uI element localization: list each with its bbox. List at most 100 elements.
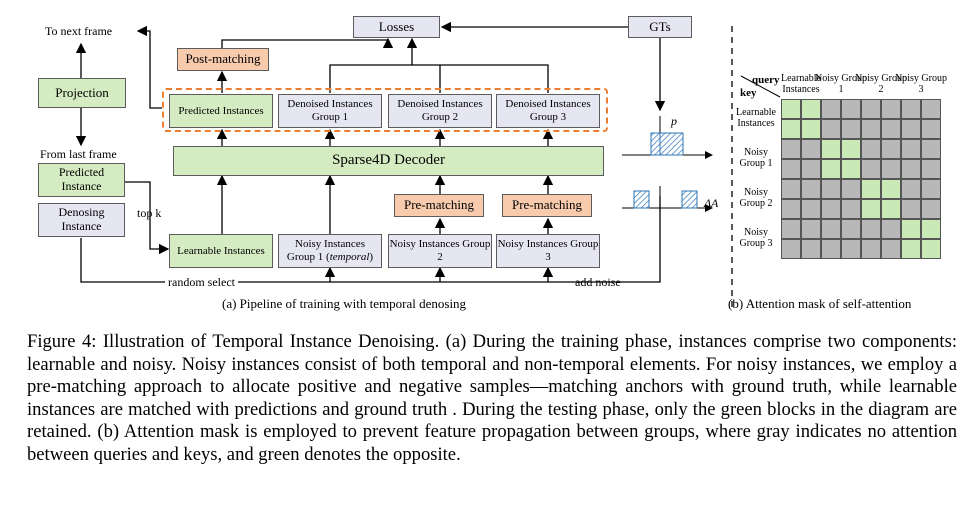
mask-cell-blocked: [881, 219, 901, 239]
mask-row-header: Noisy Group 1: [739, 147, 773, 169]
mask-col-header: Noisy Group 1: [815, 73, 867, 95]
mask-cell-attend: [801, 119, 821, 139]
mask-cell-attend: [841, 139, 861, 159]
predicted-instance-box: Predicted Instance: [38, 163, 125, 197]
mask-cell-blocked: [921, 119, 941, 139]
mask-cell-blocked: [801, 159, 821, 179]
mask-cell-blocked: [801, 199, 821, 219]
mask-cell-blocked: [821, 239, 841, 259]
mask-cell-blocked: [841, 239, 861, 259]
mask-cell-blocked: [861, 119, 881, 139]
mask-row-header: Noisy Group 2: [739, 187, 773, 209]
mask-col-header: Noisy Group 2: [855, 73, 907, 95]
mask-cell-blocked: [781, 239, 801, 259]
mask-cell-attend: [901, 239, 921, 259]
add-noise-label: add noise: [575, 275, 621, 289]
mask-cell-blocked: [841, 199, 861, 219]
mask-row-header: Learnable Instances: [736, 107, 776, 129]
noisy-group-3-box: Noisy Instances Group 3: [496, 234, 600, 268]
noisy-group-1-line1: Noisy Instances: [295, 238, 365, 251]
mask-cell-blocked: [921, 139, 941, 159]
mask-cell-attend: [921, 219, 941, 239]
mask-col-header: Noisy Group 3: [895, 73, 947, 95]
mask-cell-blocked: [821, 179, 841, 199]
mask-cell-blocked: [861, 159, 881, 179]
pre-matching-box-3: Pre-matching: [502, 194, 592, 217]
denoised-group-3-box: Denoised Instances Group 3: [496, 94, 600, 128]
predicted-instances-box: Predicted Instances: [169, 94, 273, 128]
denosing-instance-box: Denosing Instance: [38, 203, 125, 237]
gts-box: GTs: [628, 16, 692, 38]
mask-cell-blocked: [781, 159, 801, 179]
mask-cell-blocked: [921, 159, 941, 179]
mask-cell-attend: [861, 199, 881, 219]
mask-cell-blocked: [901, 199, 921, 219]
mask-cell-blocked: [921, 199, 941, 219]
temporal-label: temporal: [329, 251, 370, 263]
mask-cell-blocked: [801, 139, 821, 159]
mask-cell-attend: [881, 179, 901, 199]
mask-cell-blocked: [881, 159, 901, 179]
mask-cell-blocked: [781, 219, 801, 239]
mask-cell-attend: [861, 179, 881, 199]
mask-row-header: Noisy Group 3: [739, 227, 773, 249]
delta-a-axis-label: ΔA: [704, 196, 719, 210]
mask-cell-attend: [801, 99, 821, 119]
mask-cell-blocked: [921, 179, 941, 199]
subcaption-b: (b) Attention mask of self-attention: [728, 296, 912, 311]
from-last-frame-label: From last frame: [40, 147, 117, 161]
noisy-group-1-line2: Group 1 (temporal): [286, 251, 374, 263]
mask-cell-blocked: [781, 139, 801, 159]
mask-cell-blocked: [861, 139, 881, 159]
mask-cell-attend: [821, 159, 841, 179]
mask-cell-blocked: [841, 219, 861, 239]
mask-cell-blocked: [861, 239, 881, 259]
mask-cell-blocked: [821, 119, 841, 139]
mask-cell-blocked: [881, 139, 901, 159]
losses-box: Losses: [353, 16, 440, 38]
random-select-label: random select: [165, 275, 238, 290]
mask-cell-blocked: [781, 179, 801, 199]
p-axis-label: p: [671, 114, 677, 128]
mask-cell-blocked: [801, 179, 821, 199]
mask-cell-blocked: [821, 199, 841, 219]
denoised-group-1-box: Denoised Instances Group 1: [278, 94, 382, 128]
mask-cell-blocked: [821, 99, 841, 119]
mask-cell-attend: [781, 99, 801, 119]
mask-cell-blocked: [841, 179, 861, 199]
learnable-instances-box: Learnable Instances: [169, 234, 273, 268]
mask-cell-blocked: [901, 159, 921, 179]
mask-cell-blocked: [921, 99, 941, 119]
mask-cell-blocked: [821, 219, 841, 239]
mask-cell-blocked: [901, 139, 921, 159]
pre-matching-box-2: Pre-matching: [394, 194, 484, 217]
mask-key-label: key: [740, 87, 757, 99]
mask-cell-blocked: [881, 239, 901, 259]
mask-query-label: query: [752, 74, 780, 86]
mask-cell-blocked: [881, 119, 901, 139]
mask-cell-blocked: [901, 119, 921, 139]
subcaption-a: (a) Pipeline of training with temporal d…: [222, 296, 467, 311]
mask-col-header: Learnable Instances: [781, 73, 821, 95]
mask-cell-blocked: [841, 99, 861, 119]
connector-arrows: [75, 21, 781, 310]
output-group-dashed-frame: [162, 88, 608, 132]
mask-cell-blocked: [861, 99, 881, 119]
denoised-group-2-box: Denoised Instances Group 2: [388, 94, 492, 128]
mask-cell-blocked: [841, 119, 861, 139]
mask-cell-attend: [841, 159, 861, 179]
noisy-group-2-box: Noisy Instances Group 2: [388, 234, 492, 268]
projection-box: Projection: [38, 78, 126, 108]
mask-cell-attend: [901, 219, 921, 239]
mask-cell-blocked: [781, 199, 801, 219]
mask-cell-blocked: [801, 239, 821, 259]
mask-cell-blocked: [881, 99, 901, 119]
mask-cell-attend: [881, 199, 901, 219]
mask-cell-blocked: [801, 219, 821, 239]
post-matching-box: Post-matching: [177, 48, 269, 71]
to-next-frame-label: To next frame: [45, 24, 113, 38]
mask-cell-blocked: [901, 179, 921, 199]
noisy-group-1-box: Noisy Instances Group 1 (temporal): [278, 234, 382, 268]
mask-cell-blocked: [901, 99, 921, 119]
